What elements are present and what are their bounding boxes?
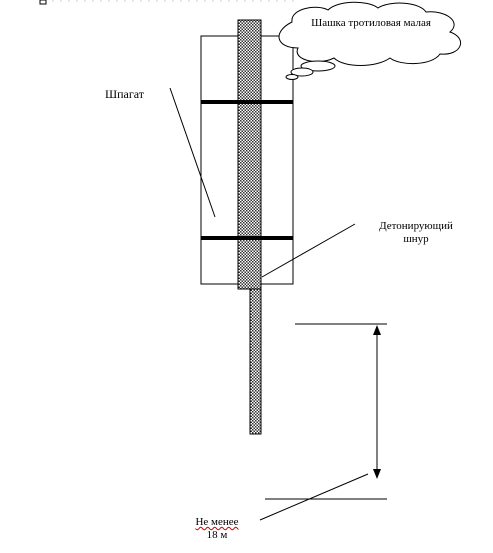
detonating-cord-label-line2: шнур [403,233,429,245]
twine-label: Шпагат [105,87,145,101]
distance-leader [259,473,369,521]
cord-leader [261,223,356,278]
corner-mark [39,0,300,5]
detonating-cord-upper [237,19,262,290]
detonating-cord-label: Детонирующий шнур [366,220,466,246]
dimension-arrow [373,325,381,479]
twine-leader [169,87,216,218]
detonating-cord-label-line1: Детонирующий [379,220,453,232]
distance-label: Не менее 18 м [192,516,242,542]
charge-callout-cloud [278,1,462,80]
detonating-cord-lower [249,288,262,435]
distance-label-line2: 18 м [206,529,228,541]
charge-label: Шашка тротиловая малая [311,17,431,29]
distance-label-line1: Не менее [195,516,239,528]
